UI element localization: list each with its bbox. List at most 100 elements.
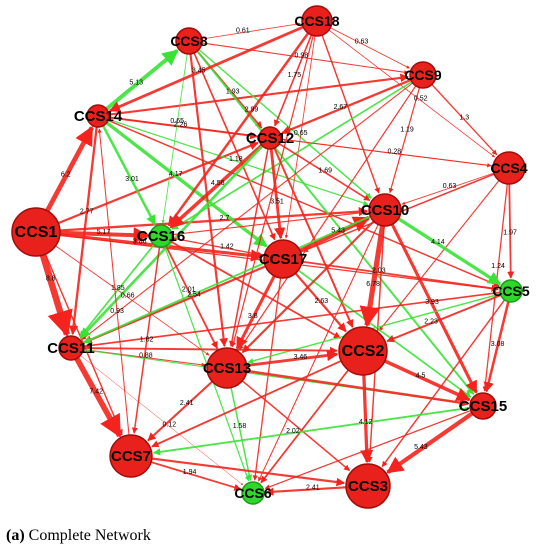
edge-ccs17-ccs6 xyxy=(252,277,282,481)
edge-ccs11-ccs7 xyxy=(74,357,123,438)
edge-ccs14-ccs16 xyxy=(101,125,157,226)
edge-ccs1-ccs16 xyxy=(59,227,150,244)
edge-weight-label: 0.98 xyxy=(294,52,308,59)
edge-ccs10-ccs5 xyxy=(397,217,502,286)
edge-ccs12-ccs17 xyxy=(269,148,286,240)
edge-ccs10-ccs11 xyxy=(83,215,371,344)
node-circle[interactable] xyxy=(206,347,248,389)
edge-ccs5-ccs15 xyxy=(483,301,510,393)
node-ccs4[interactable]: CCS4 xyxy=(490,151,528,185)
node-label: CCS9 xyxy=(404,67,442,83)
edge-weight-label: 2.99 xyxy=(245,106,259,113)
edge-weight-label: 4.56 xyxy=(211,180,225,187)
edge-ccs17-ccs10 xyxy=(299,215,371,253)
node-circle[interactable] xyxy=(345,463,391,509)
edge-ccs12-ccs16 xyxy=(169,144,264,229)
edge-ccs2-ccs15 xyxy=(384,359,471,402)
edge-ccs10-ccs2 xyxy=(359,225,386,328)
edge-ccs7-ccs3 xyxy=(151,457,346,487)
edge-ccs8-ccs16 xyxy=(161,53,188,224)
edge-weight-label: 3.01 xyxy=(125,176,139,183)
node-circle[interactable] xyxy=(86,104,110,128)
node-label: CCS12 xyxy=(246,130,294,147)
caption-tag: (a) xyxy=(6,527,25,544)
edge-weight-label: 2.23 xyxy=(424,318,438,325)
edge-ccs10-ccs15 xyxy=(390,223,478,394)
node-ccs5[interactable]: CCS5 xyxy=(492,279,530,303)
edge-weight-label: 1.24 xyxy=(491,263,505,270)
node-circle[interactable] xyxy=(492,151,526,185)
node-circle[interactable] xyxy=(241,481,265,505)
node-circle[interactable] xyxy=(11,207,61,257)
node-ccs9[interactable]: CCS9 xyxy=(404,61,442,89)
node-ccs8[interactable]: CCS8 xyxy=(170,27,208,55)
node-ccs6[interactable]: CCS6 xyxy=(234,481,272,505)
edge-ccs11-ccs2 xyxy=(82,346,338,355)
node-ccs11[interactable]: CCS11 xyxy=(47,335,95,361)
network-graph: 8.86.25.173.860.662.75.132.263.014.171.1… xyxy=(11,5,530,509)
node-circle[interactable] xyxy=(338,326,388,376)
edge-ccs16-ccs10 xyxy=(171,210,368,236)
node-circle[interactable] xyxy=(409,61,437,89)
node-circle[interactable] xyxy=(499,279,523,303)
edge-ccs7-ccs14 xyxy=(97,128,130,436)
edge-ccs13-ccs7 xyxy=(147,380,214,442)
edge-weight-label: 0.88 xyxy=(139,353,153,360)
node-ccs18[interactable]: CCS18 xyxy=(294,5,340,37)
node-ccs7[interactable]: CCS7 xyxy=(109,434,153,478)
node-label: CCS14 xyxy=(74,108,123,125)
edge-ccs8-ccs17 xyxy=(193,52,276,241)
edge-ccs5-ccs11 xyxy=(84,291,501,349)
node-ccs16[interactable]: CCS16 xyxy=(137,224,185,248)
edge-ccs17-ccs5 xyxy=(301,260,499,292)
edge-ccs8-ccs18 xyxy=(201,22,301,40)
node-label: CCS15 xyxy=(459,398,507,415)
edge-ccs14-ccs10 xyxy=(108,118,369,206)
edge-weight-label: 0.28 xyxy=(387,149,401,156)
node-circle[interactable] xyxy=(58,335,84,361)
edge-ccs18-ccs14 xyxy=(108,25,304,113)
edge-ccs12-ccs2 xyxy=(273,147,354,328)
edge-weight-label: 4.14 xyxy=(431,239,445,246)
node-ccs10[interactable]: CCS10 xyxy=(361,193,409,227)
node-label: CCS7 xyxy=(111,448,151,465)
edge-ccs13-ccs3 xyxy=(241,380,351,472)
node-circle[interactable] xyxy=(301,5,333,37)
node-circle[interactable] xyxy=(258,126,282,150)
node-ccs13[interactable]: CCS13 xyxy=(203,347,251,389)
node-label: CCS2 xyxy=(342,343,385,360)
node-ccs12[interactable]: CCS12 xyxy=(246,126,294,150)
edge-ccs15-ccs7 xyxy=(153,406,471,456)
edge-ccs12-ccs10 xyxy=(278,143,371,202)
node-ccs1[interactable]: CCS1 xyxy=(11,207,61,257)
edge-ccs1-ccs7 xyxy=(44,253,123,436)
node-ccs17[interactable]: CCS17 xyxy=(259,239,307,279)
edge-ccs9-ccs4 xyxy=(431,84,498,156)
edge-ccs4-ccs10 xyxy=(401,172,494,205)
node-ccs2[interactable]: CCS2 xyxy=(338,326,388,376)
node-ccs14[interactable]: CCS14 xyxy=(74,104,123,128)
node-circle[interactable] xyxy=(109,434,153,478)
edge-weight-label: 1.58 xyxy=(233,423,247,430)
edge-ccs9-ccs16 xyxy=(171,81,413,230)
node-circle[interactable] xyxy=(368,193,402,227)
edge-ccs1-ccs10 xyxy=(59,207,368,232)
node-circle[interactable] xyxy=(263,239,303,279)
node-circle[interactable] xyxy=(469,392,497,420)
node-circle[interactable] xyxy=(149,224,173,248)
edge-weight-label: 3.45 xyxy=(192,67,206,74)
edge-ccs18-ccs17 xyxy=(284,35,316,239)
edge-ccs15-ccs3 xyxy=(386,411,474,475)
edge-weight-label: 2.54 xyxy=(187,291,201,298)
node-circle[interactable] xyxy=(175,27,203,55)
node-ccs3[interactable]: CCS3 xyxy=(345,463,391,509)
node-label: CCS1 xyxy=(15,224,58,241)
edge-ccs5-ccs2 xyxy=(386,294,502,343)
node-ccs15[interactable]: CCS15 xyxy=(459,392,507,420)
node-label: CCS11 xyxy=(47,340,95,357)
edge-ccs4-ccs12 xyxy=(282,138,494,167)
edge-weight-label: 3.93 xyxy=(425,299,439,306)
edge-weight-label: 3.08 xyxy=(491,341,505,348)
caption-text: Complete Network xyxy=(28,527,151,544)
